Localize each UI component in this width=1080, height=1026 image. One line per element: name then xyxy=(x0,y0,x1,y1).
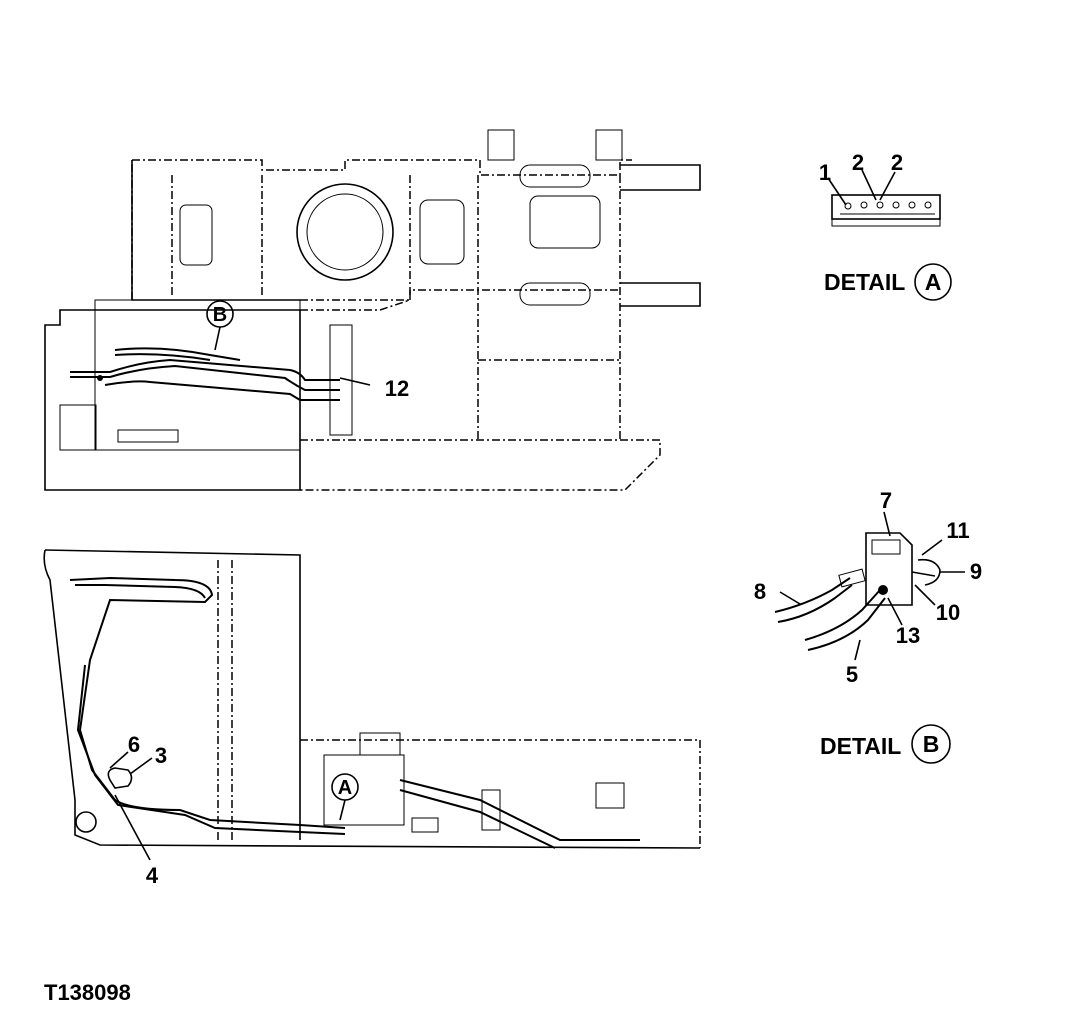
callout-10: 10 xyxy=(936,600,960,625)
leader-lines xyxy=(109,326,965,861)
top-view-frame xyxy=(44,129,701,491)
detail-b-word: DETAIL xyxy=(820,733,901,759)
callout-4: 4 xyxy=(146,863,159,888)
view-marker-a-label: A xyxy=(338,777,352,799)
callout-3: 3 xyxy=(155,743,167,768)
callout-2b: 2 xyxy=(891,150,903,175)
detail-b-drawing xyxy=(774,532,941,651)
callout-8: 8 xyxy=(754,579,766,604)
detail-b-letter: B xyxy=(923,731,940,757)
callout-7: 7 xyxy=(880,488,892,513)
side-view-frame xyxy=(43,549,701,849)
callout-5: 5 xyxy=(846,662,858,687)
callout-13: 13 xyxy=(896,623,920,648)
detail-a-label: DETAIL A xyxy=(824,263,952,301)
detail-a-letter: A xyxy=(925,269,942,295)
detail-a-drawing xyxy=(827,169,941,227)
view-marker-a: A xyxy=(331,773,359,801)
detail-b-label: DETAIL B xyxy=(820,724,951,764)
callout-6: 6 xyxy=(128,732,140,757)
callout-1: 1 xyxy=(819,160,831,185)
callout-11: 11 xyxy=(946,518,969,543)
view-marker-b-label: B xyxy=(213,304,227,326)
callout-9: 9 xyxy=(970,559,982,584)
callout-12: 12 xyxy=(385,376,409,401)
detail-a-word: DETAIL xyxy=(824,269,905,295)
figure-id: T138098 xyxy=(44,980,131,1005)
view-marker-b: B xyxy=(206,300,234,328)
callout-2a: 2 xyxy=(852,150,864,175)
